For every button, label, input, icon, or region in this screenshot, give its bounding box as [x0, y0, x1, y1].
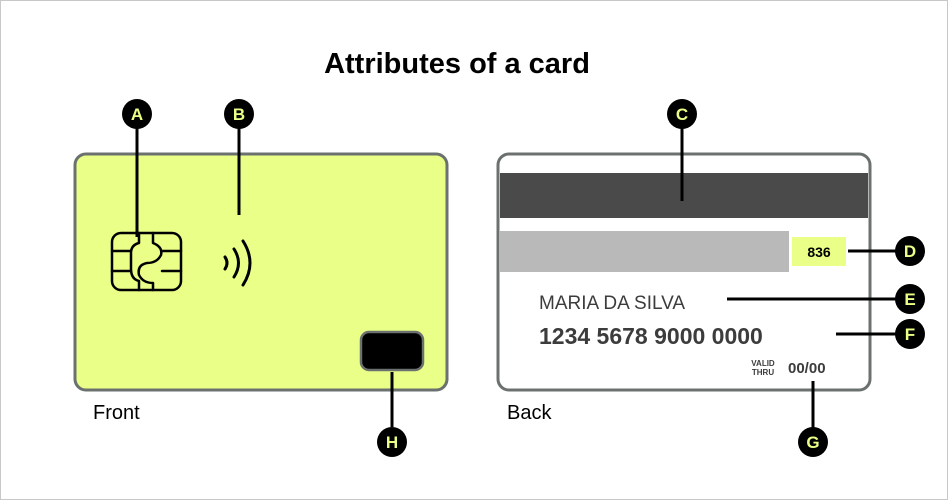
marker-e-label: E	[904, 290, 915, 309]
contactless-icon	[223, 239, 252, 287]
marker-b: B	[224, 99, 254, 129]
cvv-code: 836	[807, 244, 831, 260]
back-caption: Back	[507, 402, 552, 424]
expiry-date: 00/00	[788, 360, 826, 377]
marker-c: C	[667, 99, 697, 129]
valid-thru-label-line1: VALID	[751, 359, 775, 368]
marker-b-label: B	[233, 105, 245, 124]
valid-thru-label-line2: THRU	[752, 368, 774, 377]
diagram-title: Attributes of a card	[324, 48, 590, 80]
marker-d: D	[895, 236, 925, 266]
hologram-element	[359, 330, 425, 372]
marker-h-label: H	[386, 433, 398, 452]
marker-a: A	[122, 99, 152, 129]
marker-a-label: A	[131, 105, 143, 124]
front-leader-lines	[135, 127, 394, 427]
marker-f: F	[895, 319, 925, 349]
back-leader-lines	[680, 127, 896, 428]
back-card: 836 MARIA DA SILVA 1234 5678 9000 0000 V…	[496, 152, 872, 392]
marker-f-label: F	[905, 325, 915, 344]
marker-g: G	[798, 427, 828, 457]
marker-e: E	[895, 284, 925, 314]
marker-h: H	[377, 427, 407, 457]
marker-c-label: C	[676, 105, 688, 124]
card-number: 1234 5678 9000 0000	[539, 323, 763, 349]
marker-d-label: D	[904, 242, 916, 261]
magnetic-stripe	[500, 173, 868, 218]
marker-g-label: G	[806, 433, 819, 452]
front-caption: Front	[93, 402, 140, 424]
cvv-box	[792, 237, 846, 266]
chip-icon	[110, 231, 183, 292]
front-card-body	[73, 152, 449, 392]
front-card	[73, 152, 449, 392]
cardholder-name: MARIA DA SILVA	[539, 293, 685, 314]
signature-panel	[500, 231, 789, 272]
